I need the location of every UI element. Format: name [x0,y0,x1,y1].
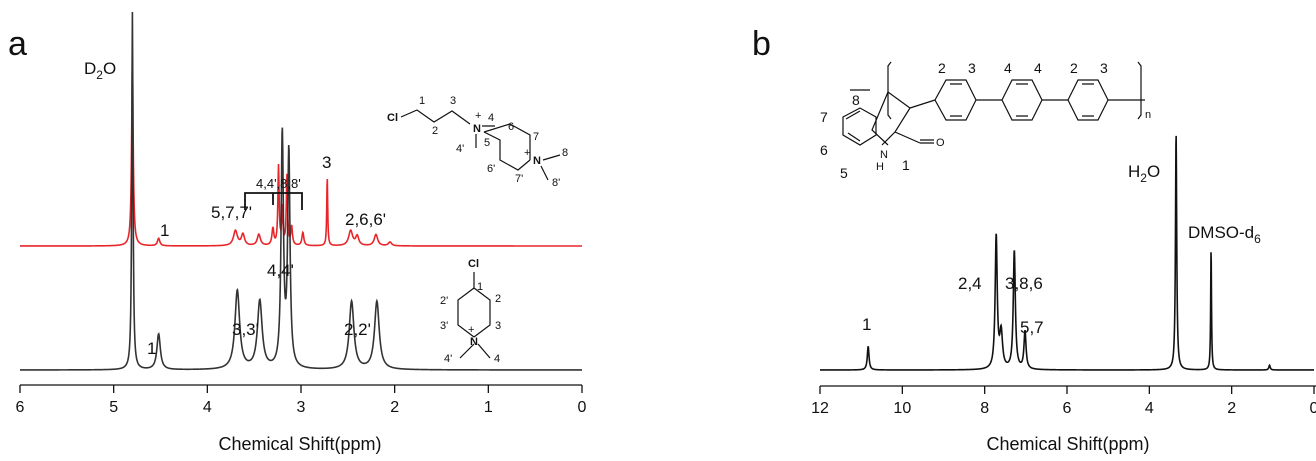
svg-text:5: 5 [484,137,490,149]
panel-b-tick-label-4: 4 [1145,400,1154,417]
svg-text:+: + [468,324,474,336]
svg-text:8: 8 [852,92,860,108]
mol-atom-cl: Cl [387,112,398,124]
peak-label-b-5-7: 5,7 [1020,318,1044,337]
svg-text:3: 3 [450,95,456,107]
panel-b-x-label: Chemical Shift(ppm) [986,434,1149,454]
peak-label-red-5-7-7: 5,7,7' [211,203,252,222]
svg-text:4: 4 [1004,60,1012,76]
svg-text:7: 7 [533,131,539,143]
svg-text:6: 6 [820,142,828,158]
panel-b-tick-label-0: 12 [811,400,829,417]
panel-a-tick-label-6: 0 [578,399,587,416]
svg-text:3': 3' [440,320,448,332]
panel-a-tick-label-5: 1 [484,399,493,416]
panel-a-tick-label-0: 6 [16,399,25,416]
svg-text:2: 2 [938,60,946,76]
peak-label-black-3-3: 3,3' [232,320,259,339]
svg-text:Cl: Cl [468,258,479,270]
peak-label-red-3: 3 [322,153,331,172]
peak-label-b-3-8-6: 3,8,6 [1005,274,1043,293]
svg-text:1: 1 [419,95,425,107]
panel-b-ticks: 12 10 8 6 4 2 0 [811,386,1316,417]
molecule-top-structure: Cl 1 2 3 N + 4 4' 5 6 6' 7 7' N + 8 8' [387,95,568,189]
svg-text:1: 1 [902,157,910,173]
peak-label-b-h2o: H2O [1128,162,1160,185]
panel-b-tick-label-1: 10 [893,400,911,417]
peak-label-red-4-4-8-8: 4,4',8,8' [256,176,301,191]
panel-a-tick-label-1: 5 [109,399,118,416]
panel-a-spectrum-black [20,11,582,371]
panel-a-tick-label-4: 2 [390,399,399,416]
svg-text:3: 3 [968,60,976,76]
peak-label-red-2-6-6: 2,6,6' [345,210,386,229]
panel-b-tick-label-2: 8 [980,400,989,417]
svg-text:2: 2 [495,293,501,305]
panel-b-tick-label-6: 0 [1310,400,1316,417]
svg-text:2: 2 [1070,60,1078,76]
panel-a-tick-label-3: 3 [297,399,306,416]
svg-text:8: 8 [562,147,568,159]
svg-text:O: O [936,137,945,149]
panel-a-ticks: 6 5 4 3 2 1 0 [16,385,587,416]
svg-text:2: 2 [432,125,438,137]
svg-text:4': 4' [456,143,464,155]
panel-a-spectrum-red [20,61,582,247]
svg-text:4: 4 [494,353,500,365]
svg-text:4: 4 [488,112,494,124]
peak-label-black-2-2: 2,2' [344,320,371,339]
peak-label-d2o: D2O [84,59,116,82]
peak-bracket [244,192,303,210]
svg-text:6': 6' [487,163,495,175]
peak-label-red-1: 1 [160,221,169,240]
panel-a-tick-label-2: 4 [203,399,212,416]
svg-text:7': 7' [515,173,523,185]
svg-text:4': 4' [444,353,452,365]
svg-text:N: N [470,336,478,348]
panel-letter-b: b [752,25,771,63]
svg-text:4: 4 [1034,60,1042,76]
panel-letter-a: a [8,25,27,63]
svg-text:1: 1 [477,281,483,293]
mol-atom-n-top: N [473,123,481,135]
molecule-bottom-structure: Cl 1 2 2' 3 3' N + 4 4' [440,258,501,365]
svg-text:8': 8' [552,177,560,189]
svg-text:2': 2' [440,295,448,307]
svg-text:6: 6 [508,121,514,133]
panel-b-tick-label-3: 6 [1063,400,1072,417]
svg-text:7: 7 [820,109,828,125]
svg-text:+: + [475,110,481,122]
svg-text:N: N [880,149,888,161]
mol-atom-n-ring: N [533,155,541,167]
svg-text:n: n [1145,109,1151,121]
peak-label-b-2-4: 2,4 [958,274,982,293]
svg-text:+: + [524,147,530,159]
molecule-b-structure: 8 7 6 5 N H 1 O 2 3 4 4 2 3 n [820,60,1151,181]
peak-label-b-dmso: DMSO-d6 [1188,223,1261,246]
peak-label-black-4-4: 4,4' [267,261,294,280]
svg-text:3: 3 [1100,60,1108,76]
panel-b-spectrum [820,135,1314,371]
svg-text:5: 5 [840,165,848,181]
peak-label-b-1: 1 [862,315,871,334]
panel-b-tick-label-5: 2 [1227,400,1236,417]
svg-text:H: H [876,161,884,173]
svg-text:3: 3 [495,320,501,332]
peak-label-black-1: 1 [147,339,156,358]
panel-a-x-label: Chemical Shift(ppm) [218,434,381,454]
